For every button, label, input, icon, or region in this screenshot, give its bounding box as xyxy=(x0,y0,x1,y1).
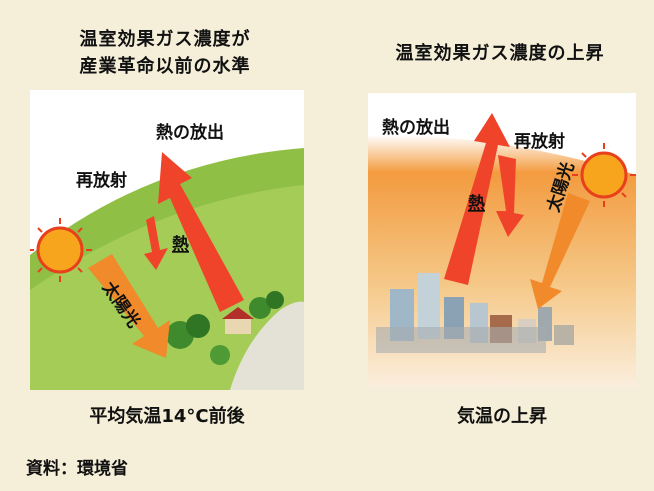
road xyxy=(230,301,304,390)
left-label-heat: 熱 xyxy=(172,234,189,255)
right-label-reradiation: 再放射 xyxy=(514,131,565,152)
city xyxy=(376,273,574,353)
left-title-line2: 産業革命以前の水準 xyxy=(79,56,251,77)
reradiation-arrow xyxy=(496,155,524,237)
reradiation-arrow xyxy=(144,216,168,270)
right-scene-svg: 太陽光 熱の放出 再放射 熱 xyxy=(368,113,636,387)
hill-highlight xyxy=(30,185,304,390)
right-caption: 気温の上昇 xyxy=(457,406,547,427)
left-caption: 平均気温14°C前後 xyxy=(89,406,245,427)
source-credit: 資料：環境省 xyxy=(26,459,128,479)
trees xyxy=(166,291,284,365)
sun xyxy=(572,143,636,207)
left-label-reradiation: 再放射 xyxy=(76,170,127,191)
right-label-heat: 熱 xyxy=(468,193,485,214)
sunlight-arrow xyxy=(88,254,170,358)
heat-release-arrow xyxy=(444,113,510,285)
house xyxy=(222,307,254,334)
right-label-heat-release: 熱の放出 xyxy=(382,117,450,138)
left-scene-illustration: 太陽光 熱の放出 再放射 熱 xyxy=(30,90,304,390)
sunlight-arrow xyxy=(530,193,590,309)
right-panel-title: 温室効果ガス濃度の上昇 xyxy=(395,43,605,64)
left-panel-title: 温室効果ガス濃度が 産業革命以前の水準 xyxy=(30,26,300,80)
left-title-line1: 温室効果ガス濃度が xyxy=(79,29,251,50)
right-scene-illustration: 太陽光 熱の放出 再放射 熱 xyxy=(368,93,636,387)
heat-release-arrow xyxy=(158,152,244,312)
left-scene-svg: 太陽光 熱の放出 再放射 熱 xyxy=(30,122,304,390)
sun xyxy=(30,218,92,282)
left-label-heat-release: 熱の放出 xyxy=(156,122,224,143)
